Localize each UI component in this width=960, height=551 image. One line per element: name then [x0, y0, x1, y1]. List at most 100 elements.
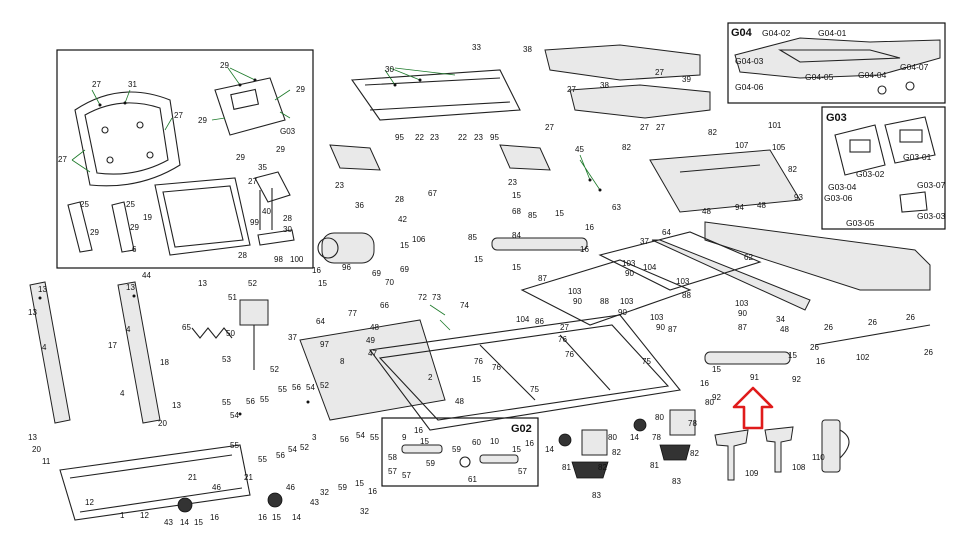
part-label: 28: [283, 214, 292, 223]
part-label: 57: [518, 467, 527, 476]
part-label: 82: [788, 165, 797, 174]
part-label: 15: [355, 479, 364, 488]
g03-07-label: G03-07: [917, 180, 946, 190]
part-label: 92: [712, 393, 721, 402]
part-label: 23: [335, 181, 344, 190]
part-label: 70: [385, 278, 394, 287]
part-label: 16: [414, 426, 423, 435]
part-label: 69: [400, 265, 409, 274]
part-label: 99: [250, 218, 259, 227]
part-label: 82: [708, 128, 717, 137]
part-label: 103: [568, 287, 582, 296]
rear-roller: [704, 351, 791, 365]
part-label: 67: [428, 189, 437, 198]
g04-handrail-assembly: [734, 37, 941, 79]
part-label: 52: [248, 279, 257, 288]
part-label: 80: [705, 398, 714, 407]
part-label: 52: [300, 443, 309, 452]
part-label: 29: [198, 116, 207, 125]
front-roller: [491, 237, 588, 251]
g03-04-label: G03-04: [828, 182, 857, 192]
accessories: [714, 419, 850, 481]
part-label: 33: [472, 43, 481, 52]
g04-button-a: [877, 85, 887, 95]
part-label: 25: [80, 200, 89, 209]
part-label: 16: [312, 266, 321, 275]
part-label: 77: [348, 309, 357, 318]
wheels: [177, 418, 647, 513]
part-label: 105: [772, 143, 786, 152]
part-label: 81: [562, 463, 571, 472]
part-label: 15: [194, 518, 203, 527]
part-label: 12: [140, 511, 149, 520]
handrail-covers: [544, 44, 711, 119]
part-label: 21: [244, 473, 253, 482]
g03-inset-box: [821, 106, 946, 230]
part-label: 13: [38, 285, 47, 294]
part-label: 76: [565, 350, 574, 359]
g04-03-label: G04-03: [735, 56, 764, 66]
part-label: 25: [126, 200, 135, 209]
part-label: 14: [292, 513, 301, 522]
part-label: 94: [735, 203, 744, 212]
part-label: 39: [682, 75, 691, 84]
part-label: 10: [490, 437, 499, 446]
part-label: 65: [182, 323, 191, 332]
part-label: 16: [368, 487, 377, 496]
grip-sensors: [329, 144, 551, 171]
upright-left: [29, 281, 161, 424]
part-label: 15: [272, 513, 281, 522]
part-label: 4: [126, 325, 131, 334]
part-label: 32: [320, 488, 329, 497]
part-label: 46: [212, 483, 221, 492]
part-label: 90: [656, 323, 665, 332]
part-label: 58: [388, 453, 397, 462]
part-label: 109: [745, 469, 759, 478]
part-label: 26: [906, 313, 915, 322]
part-label: 107: [735, 141, 749, 150]
part-label: 82: [690, 449, 699, 458]
console-inset-box: [56, 49, 314, 269]
part-label: 20: [158, 419, 167, 428]
console-display-frame: [154, 177, 251, 256]
part-label: 82: [598, 463, 607, 472]
g04-inset-box: [727, 22, 946, 104]
part-label: 4: [120, 389, 125, 398]
part-label: 9: [402, 433, 407, 442]
part-label: 108: [792, 463, 806, 472]
part-label: 47: [368, 349, 377, 358]
part-label: 85: [528, 211, 537, 220]
part-label: 15: [512, 263, 521, 272]
part-label: 29: [220, 61, 229, 70]
part-label: 13: [126, 283, 135, 292]
part-label: 75: [642, 357, 651, 366]
part-label: 17: [108, 341, 117, 350]
part-label: 15: [318, 279, 327, 288]
part-label: 16: [525, 439, 534, 448]
part-label: 48: [757, 201, 766, 210]
part-label: 82: [622, 143, 631, 152]
part-label: 95: [490, 133, 499, 142]
g02-group-code: G02: [511, 423, 532, 435]
part-label: 38: [523, 45, 532, 54]
g02-inset-box: [381, 417, 539, 487]
part-label: 53: [222, 355, 231, 364]
part-label: 50: [226, 329, 235, 338]
part-label: 84: [512, 231, 521, 240]
part-label: 27: [567, 85, 576, 94]
part-label: 16: [580, 245, 589, 254]
part-label: 56: [276, 451, 285, 460]
lift-assembly: [239, 299, 269, 370]
part-label: 15: [555, 209, 564, 218]
red-arrow-indicator: [732, 386, 774, 430]
part-label: 93: [794, 193, 803, 202]
part-label: 55: [230, 441, 239, 450]
part-label: 38: [600, 81, 609, 90]
part-label: 23: [430, 133, 439, 142]
part-label: 52: [270, 365, 279, 374]
part-label: 76: [474, 357, 483, 366]
part-label: 2: [428, 373, 433, 382]
part-label: 27: [655, 68, 664, 77]
part-label: 27: [174, 111, 183, 120]
g03-02-label: G03-02: [856, 169, 885, 179]
